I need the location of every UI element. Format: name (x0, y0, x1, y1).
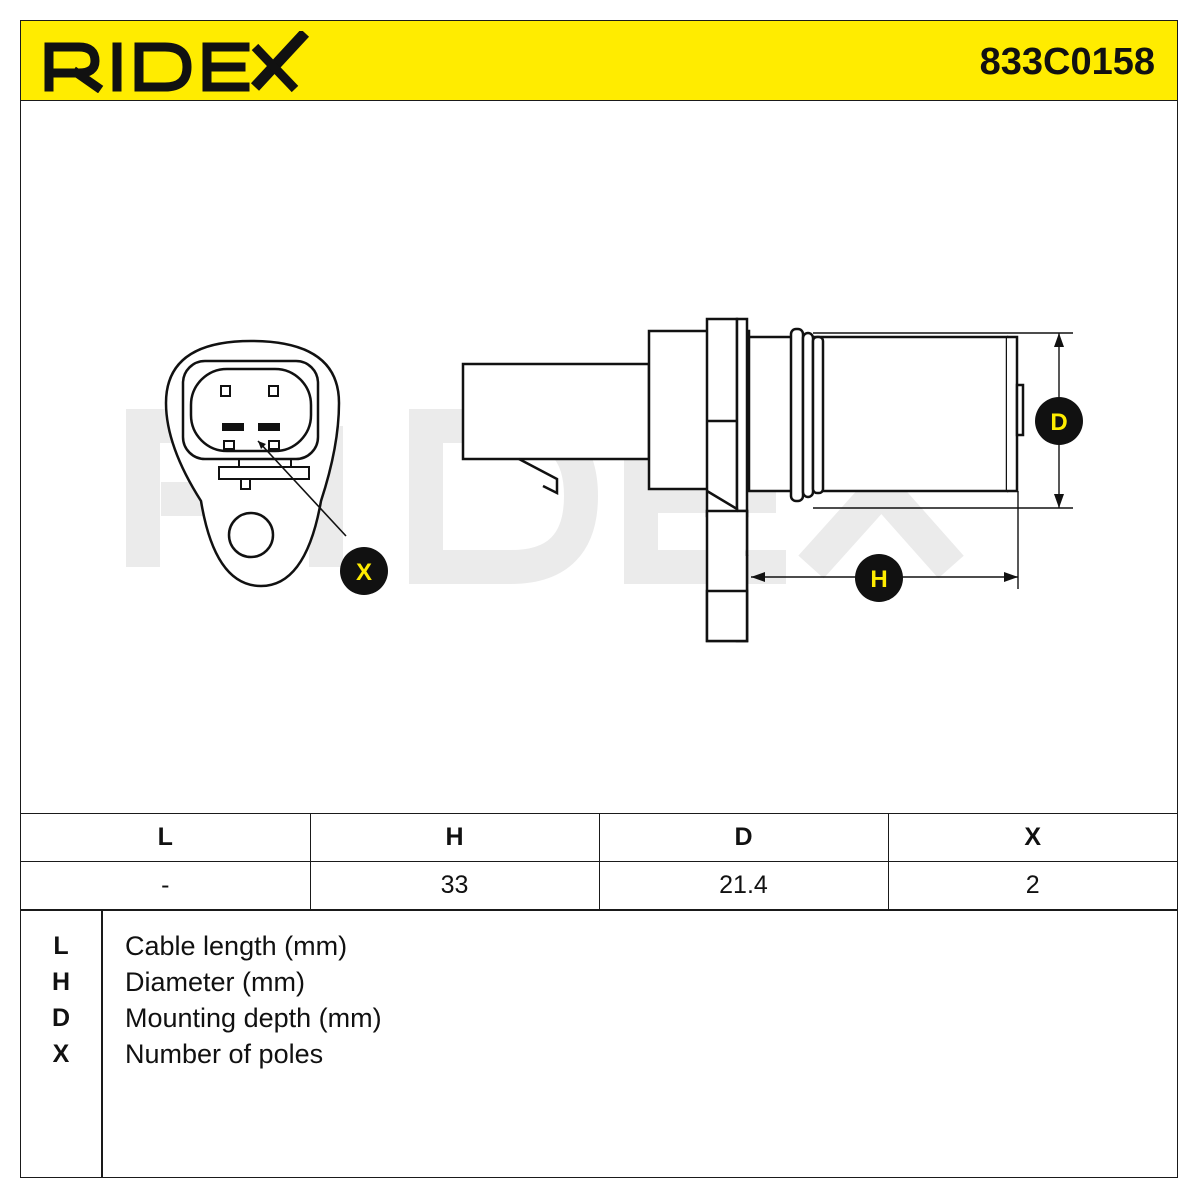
callout-x: X (340, 547, 388, 595)
legend-row: H Diameter (mm) (21, 964, 1177, 1000)
legend-key: X (52, 1040, 70, 1068)
callout-d: D (1035, 397, 1083, 445)
spec-header-x: X (887, 813, 1177, 862)
product-sheet: 833C0158 (20, 20, 1178, 1178)
spec-header-l: L (21, 813, 311, 862)
spec-value-row: - 33 21.4 2 (21, 861, 1177, 910)
part-number: 833C0158 (979, 41, 1155, 83)
legend: L Cable length (mm) H Diameter (mm) D Mo… (21, 910, 1177, 1178)
spec-header-row: L H D X (21, 813, 1177, 862)
sensor-side-view (461, 317, 1025, 643)
legend-divider (101, 911, 103, 1178)
legend-key: D (51, 1004, 71, 1032)
spec-value-x: 2 (887, 861, 1177, 910)
callout-d-label: D (1050, 409, 1067, 436)
callout-h: H (855, 554, 903, 602)
callout-x-label: X (356, 559, 372, 586)
callout-h-label: H (870, 566, 887, 593)
x-arrow-icon (258, 441, 266, 449)
spec-header-d: D (598, 813, 889, 862)
legend-key: H (51, 968, 71, 996)
legend-description: Diameter (mm) (125, 967, 305, 997)
connector-front-view (164, 339, 341, 588)
spec-value-h: 33 (309, 861, 600, 910)
spec-value-d: 21.4 (598, 861, 889, 910)
legend-description: Number of poles (125, 1039, 324, 1069)
spec-value-l: - (21, 861, 311, 910)
dimension-arrowheads (751, 333, 1064, 582)
spec-header-h: H (309, 813, 600, 862)
spec-table: L H D X - 33 21.4 2 (21, 813, 1177, 910)
legend-description: Cable length (mm) (125, 931, 348, 961)
header-bar: 833C0158 (21, 21, 1177, 101)
ridex-logo (44, 31, 310, 93)
legend-row: X Number of poles (21, 1036, 1177, 1072)
x-leader-line (257, 440, 347, 537)
legend-row: D Mounting depth (mm) (21, 1000, 1177, 1036)
legend-row: L Cable length (mm) (21, 928, 1177, 964)
legend-description: Mounting depth (mm) (125, 1003, 382, 1033)
legend-key: L (53, 932, 69, 960)
connector-pins (222, 423, 280, 431)
technical-drawing: X D H (21, 101, 1177, 813)
